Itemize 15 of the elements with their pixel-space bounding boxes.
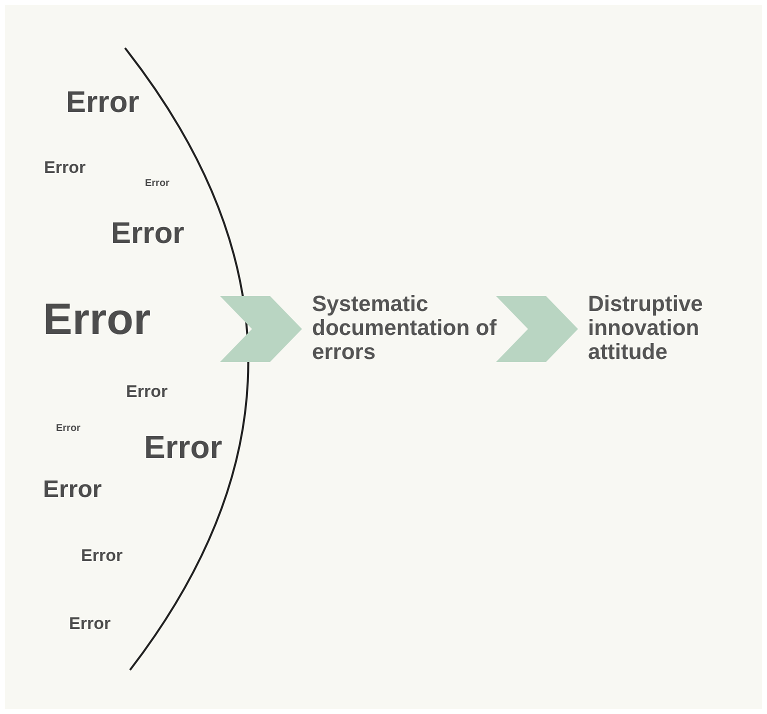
error-word: Error [43, 298, 151, 342]
step-text: Distruptive innovation attitude [588, 292, 748, 364]
error-word: Error [43, 478, 102, 502]
error-word: Error [66, 88, 140, 118]
chevron-arrow [496, 296, 578, 362]
error-word: Error [145, 178, 170, 188]
step-text: Systematic documentation of errors [312, 292, 512, 364]
error-word: Error [144, 431, 222, 464]
error-word: Error [81, 546, 123, 564]
error-word: Error [44, 158, 86, 176]
error-word: Error [56, 424, 80, 434]
error-word: Error [111, 218, 184, 248]
error-word: Error [126, 382, 168, 400]
chevron-arrow [220, 296, 302, 362]
error-word: Error [69, 614, 111, 632]
